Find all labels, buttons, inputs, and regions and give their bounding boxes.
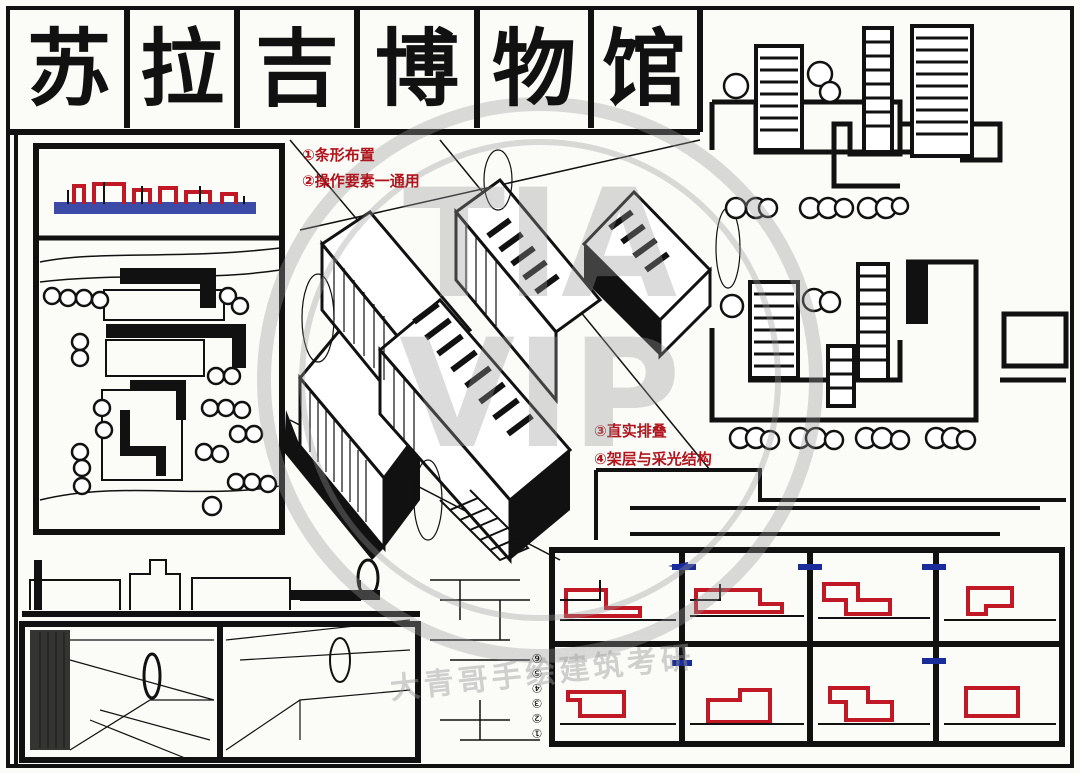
title-char-1: 苏 xyxy=(14,10,130,128)
floor-plans xyxy=(594,24,1069,540)
title-char-5: 物 xyxy=(480,10,594,128)
sketch-grid xyxy=(430,579,540,741)
watermark-logo-text: TIA VIP xyxy=(399,158,681,482)
title-char-2: 拉 xyxy=(130,10,240,128)
title-char-3: 吉 xyxy=(240,10,360,128)
section-and-perspectives xyxy=(19,558,421,763)
site-plan-panel xyxy=(33,143,285,535)
design-note-4: ④架层与采光结构 xyxy=(594,450,712,468)
title-char-4: 博 xyxy=(360,10,480,128)
axonometric-drawing xyxy=(284,139,741,564)
analysis-diagram-grid xyxy=(549,547,1065,747)
title-char-6: 馆 xyxy=(601,20,686,118)
design-note-2: ②操作要素一通用 xyxy=(302,172,420,190)
watermark xyxy=(257,97,823,663)
design-note-3: ③直实排叠 xyxy=(594,422,667,440)
design-note-1: ①条形布置 xyxy=(302,146,375,164)
